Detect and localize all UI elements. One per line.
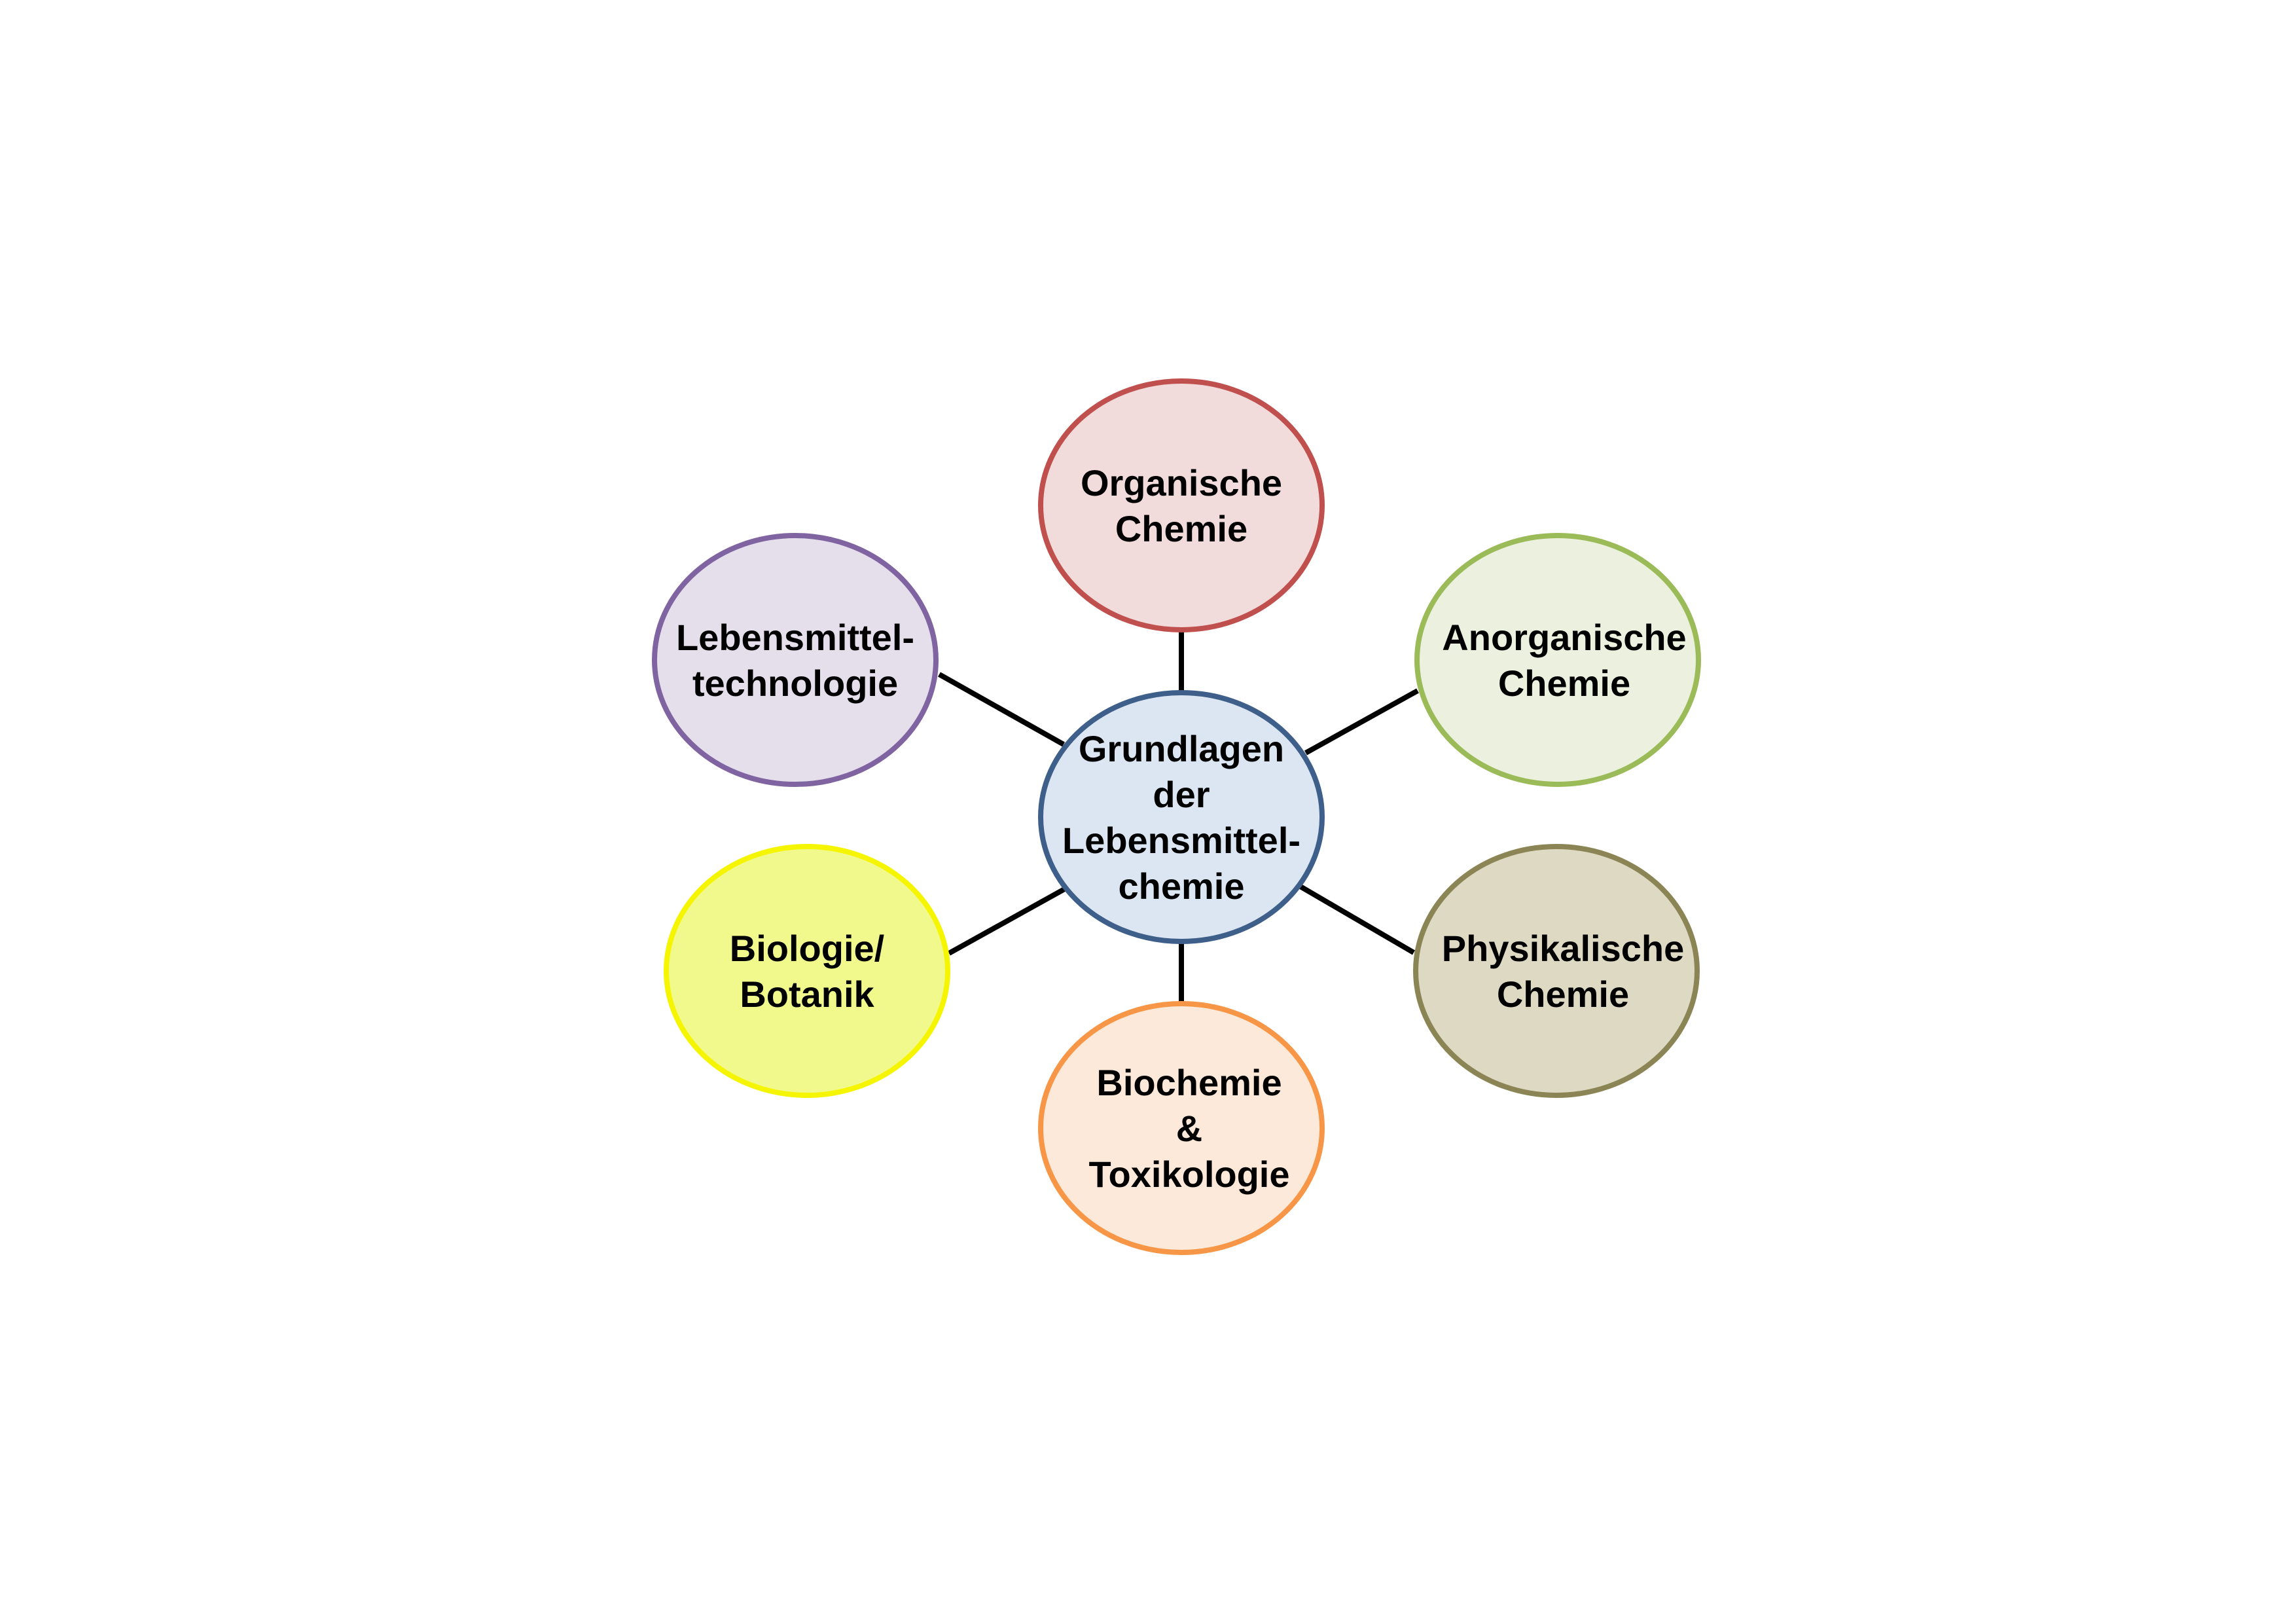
node-anorganische-chemie-ellipse — [1414, 533, 1701, 787]
node-organische-chemie-label-line: Chemie — [1115, 508, 1247, 549]
node-physikalische-chemie-ellipse — [1413, 844, 1700, 1098]
node-biologie-botanik-label-line: Botanik — [740, 974, 874, 1015]
node-biologie-botanik-label-line: Biologie/ — [730, 928, 885, 969]
node-organische-chemie-ellipse — [1038, 378, 1325, 632]
node-organische-chemie-label-line: Organische — [1081, 462, 1282, 503]
node-biochemie-toxikologie-ellipse — [1038, 1001, 1325, 1255]
node-biologie-botanik: Biologie/Botanik — [664, 844, 950, 1098]
node-lebensmitteltechnologie-label: Lebensmittel-technologie — [676, 617, 914, 704]
node-lebensmitteltechnologie-label-line: Lebensmittel- — [676, 617, 914, 658]
node-physikalische-chemie-label-line: Chemie — [1497, 974, 1629, 1015]
node-anorganische-chemie-label-line: Chemie — [1498, 663, 1630, 704]
connector-anorganische-chemie — [1304, 688, 1419, 756]
node-biochemie-toxikologie-label-line: Biochemie — [1096, 1062, 1282, 1103]
node-lebensmitteltechnologie-label-line: technologie — [692, 663, 898, 704]
center-node-label-line: chemie — [1119, 866, 1245, 907]
node-anorganische-chemie-label-line: Anorganische — [1442, 617, 1686, 658]
node-physikalische-chemie-label-line: Physikalische — [1442, 928, 1684, 969]
node-lebensmitteltechnologie: Lebensmittel-technologie — [652, 533, 939, 787]
center-node-ellipse — [1038, 690, 1325, 944]
connector-physikalische-chemie — [1297, 883, 1416, 955]
node-biologie-botanik-ellipse — [664, 844, 950, 1098]
connectors — [938, 630, 1419, 1004]
center-node-label-line: Lebensmittel- — [1062, 820, 1300, 861]
node-biochemie-toxikologie-label-line: Toxikologie — [1089, 1154, 1290, 1195]
connector-lebensmitteltechnologie — [938, 672, 1065, 747]
node-biologie-botanik-label: Biologie/Botanik — [730, 928, 885, 1015]
node-biochemie-toxikologie-label: Biochemie & Toxikologie — [1089, 1062, 1290, 1195]
node-lebensmitteltechnologie-ellipse — [652, 533, 939, 787]
connector-biologie-botanik — [948, 885, 1068, 956]
center-node-label-line: Grundlagen — [1079, 728, 1284, 769]
node-biochemie-toxikologie-label-line: & — [1176, 1108, 1202, 1149]
center-node-label-line: der — [1153, 774, 1210, 815]
node-biochemie-toxikologie: Biochemie & Toxikologie — [1038, 1001, 1325, 1255]
